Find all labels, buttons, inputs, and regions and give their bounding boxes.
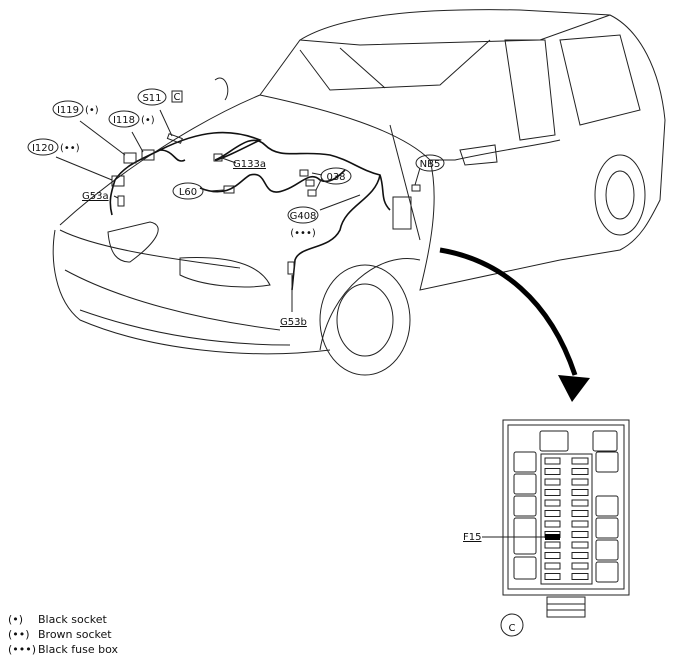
callout-g53a: G53a bbox=[82, 191, 109, 202]
fuse bbox=[571, 531, 589, 538]
fuse bbox=[544, 468, 561, 475]
callout-g53b: G53b bbox=[280, 317, 307, 328]
svg-text:G408: G408 bbox=[290, 211, 317, 222]
svg-text:G53b: G53b bbox=[280, 317, 307, 328]
fuse bbox=[571, 573, 589, 580]
callout-i120: I120 (••) bbox=[27, 138, 80, 156]
fuse bbox=[544, 489, 561, 496]
fuse bbox=[544, 520, 561, 528]
callout-g408: G408 (•••) bbox=[287, 206, 319, 239]
fuse bbox=[544, 499, 561, 507]
curved-arrow bbox=[439, 247, 590, 402]
callout-038: 038 bbox=[320, 167, 352, 185]
callout-g133a: G133a bbox=[233, 159, 266, 170]
svg-text:C: C bbox=[509, 623, 516, 634]
fuse bbox=[544, 573, 561, 580]
svg-text:(•••): (•••) bbox=[290, 228, 316, 239]
relay-slot bbox=[513, 473, 537, 495]
fuse bbox=[571, 468, 589, 475]
svg-text:F15: F15 bbox=[463, 532, 481, 543]
relay-slot bbox=[595, 517, 619, 539]
relay-slot bbox=[513, 451, 537, 473]
car-outline bbox=[52, 9, 666, 376]
svg-text:L60: L60 bbox=[179, 187, 197, 198]
fuse-box-location bbox=[392, 196, 412, 230]
fuse bbox=[571, 510, 589, 517]
legend: (•)Black socket (••)Brown socket (•••)Bl… bbox=[8, 612, 118, 657]
fuse bbox=[544, 457, 561, 465]
fuse bbox=[571, 489, 589, 496]
connectors bbox=[111, 133, 421, 275]
svg-text:G133a: G133a bbox=[233, 159, 266, 170]
fuse bbox=[544, 552, 561, 559]
legend-item: (••)Brown socket bbox=[8, 628, 112, 641]
svg-text:S11: S11 bbox=[142, 93, 161, 104]
svg-text:C: C bbox=[174, 92, 181, 103]
fuse bbox=[571, 520, 589, 528]
svg-text:(•): (•) bbox=[85, 105, 99, 116]
legend-item: (•••)Black fuse box bbox=[8, 643, 118, 656]
svg-text:(•): (•) bbox=[141, 115, 155, 126]
wiring-harness bbox=[109, 131, 391, 291]
callout-nb5: NB5 bbox=[415, 154, 445, 172]
relay-slot bbox=[595, 561, 619, 583]
relay-slot bbox=[513, 495, 537, 517]
fuse bbox=[571, 541, 589, 549]
leader-lines bbox=[55, 109, 421, 312]
svg-text:(••): (••) bbox=[60, 143, 80, 154]
relay-slot bbox=[595, 451, 619, 473]
relay-slot bbox=[595, 495, 619, 517]
relay-slot bbox=[513, 517, 537, 555]
fuse bbox=[544, 541, 561, 549]
fuse bbox=[571, 457, 589, 465]
svg-text:NB5: NB5 bbox=[420, 159, 441, 170]
fuse-f15 bbox=[545, 534, 560, 540]
callout-i118: I118 (•) bbox=[108, 110, 155, 128]
callout-l60: L60 bbox=[172, 182, 204, 200]
relay-slot bbox=[595, 539, 619, 561]
svg-text:I119: I119 bbox=[57, 105, 79, 116]
svg-text:I120: I120 bbox=[32, 143, 54, 154]
fuse bbox=[544, 562, 561, 570]
fuse bbox=[544, 510, 561, 517]
fuse bbox=[571, 552, 589, 559]
fuse bbox=[571, 562, 589, 570]
svg-text:I118: I118 bbox=[113, 115, 135, 126]
fuse bbox=[571, 499, 589, 507]
callout-i119: I119 (•) bbox=[52, 100, 99, 118]
svg-text:G53a: G53a bbox=[82, 191, 109, 202]
callout-s11: S11 C bbox=[137, 88, 183, 106]
legend-item: (•)Black socket bbox=[8, 613, 107, 626]
relay-slot bbox=[513, 556, 537, 580]
fuse bbox=[544, 478, 561, 486]
svg-text:038: 038 bbox=[326, 172, 345, 183]
fuse bbox=[571, 478, 589, 486]
fuse-box-detail: F15 C bbox=[463, 419, 630, 637]
